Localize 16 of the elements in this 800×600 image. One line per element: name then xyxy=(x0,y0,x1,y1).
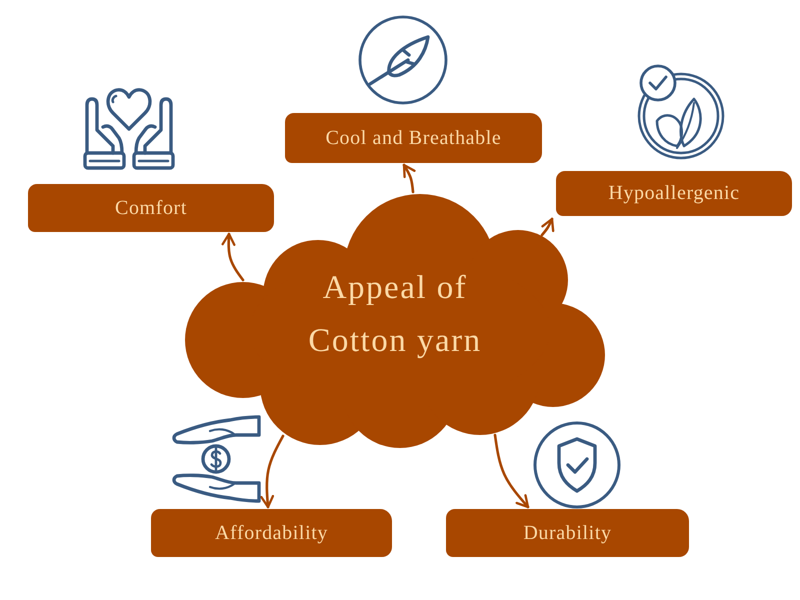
feature-banner xyxy=(446,509,689,557)
feature-label: Durability xyxy=(523,522,612,544)
feature-banner xyxy=(151,509,392,557)
arrow xyxy=(260,434,284,508)
feature-label: Comfort xyxy=(115,196,187,220)
arrow xyxy=(402,164,416,194)
feature-label: Hypoallergenic xyxy=(608,182,740,205)
arrow xyxy=(222,232,244,282)
feature-banner xyxy=(285,113,542,163)
feature-banner xyxy=(556,171,792,216)
cloud-title: Appeal of Cotton yarn xyxy=(307,269,483,361)
feature-banner xyxy=(28,184,274,232)
arrow xyxy=(494,434,530,508)
feature-label: Cool and Breathable xyxy=(326,126,502,150)
arrow xyxy=(540,218,554,236)
feature-label: Affordability xyxy=(215,522,328,544)
